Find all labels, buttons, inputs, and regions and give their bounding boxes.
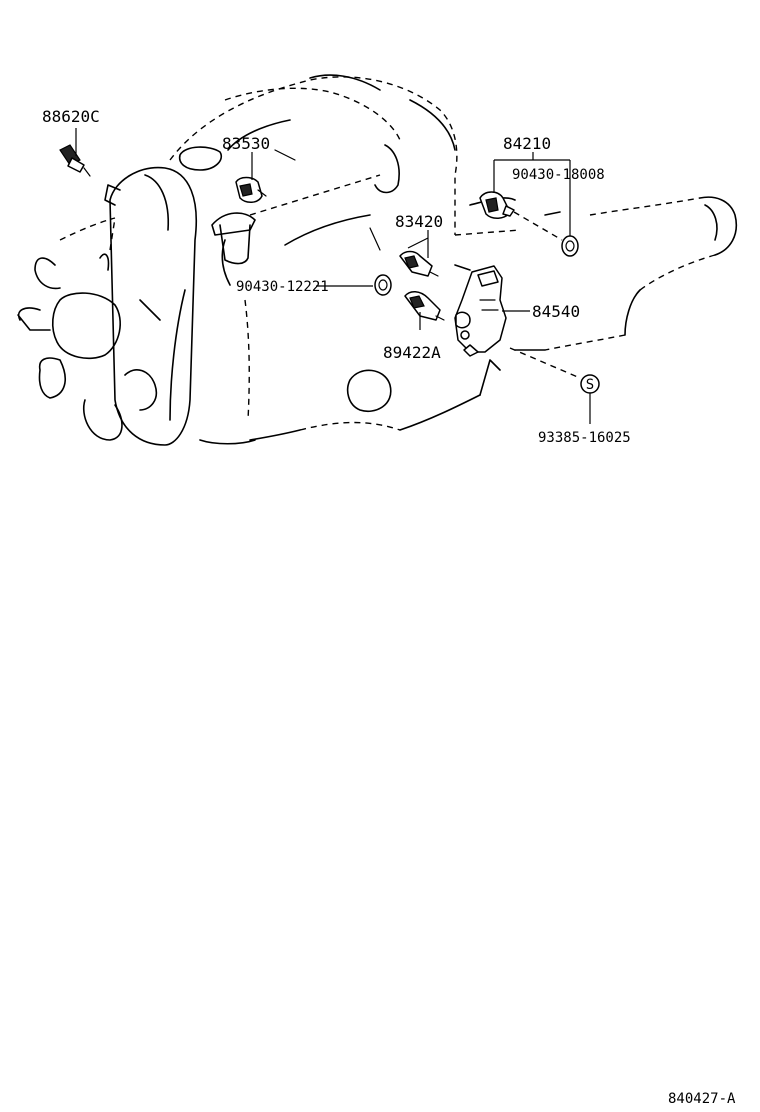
engine-outline xyxy=(17,74,737,446)
label-83530: 83530 xyxy=(222,134,270,153)
label-88620C: 88620C xyxy=(42,107,100,126)
label-83420: 83420 xyxy=(395,212,443,231)
part-83530-sensor-icon xyxy=(235,176,267,203)
diagram-code: 840427-A xyxy=(668,1091,736,1107)
label-90430-18008: 90430-18008 xyxy=(512,167,605,183)
s-mark-label: S xyxy=(586,377,594,393)
label-84210: 84210 xyxy=(503,134,551,153)
part-84540-switch-icon xyxy=(454,265,507,357)
label-89422A: 89422A xyxy=(383,343,441,362)
label-90430-12221: 90430-12221 xyxy=(236,279,329,295)
gasket-90430-18008-icon xyxy=(513,211,579,257)
gasket-90430-12221-icon xyxy=(374,274,392,296)
leader-lines xyxy=(75,128,591,424)
label-93385-16025: 93385-16025 xyxy=(538,430,631,446)
part-88620C-switch-icon xyxy=(59,144,91,177)
label-84540: 84540 xyxy=(532,302,580,321)
part-83420-sensor-icon xyxy=(399,250,439,277)
part-84210-switch-icon xyxy=(479,191,515,219)
part-89422A-sensor-icon xyxy=(404,291,445,321)
bolt-93385-16025-icon xyxy=(509,347,600,394)
